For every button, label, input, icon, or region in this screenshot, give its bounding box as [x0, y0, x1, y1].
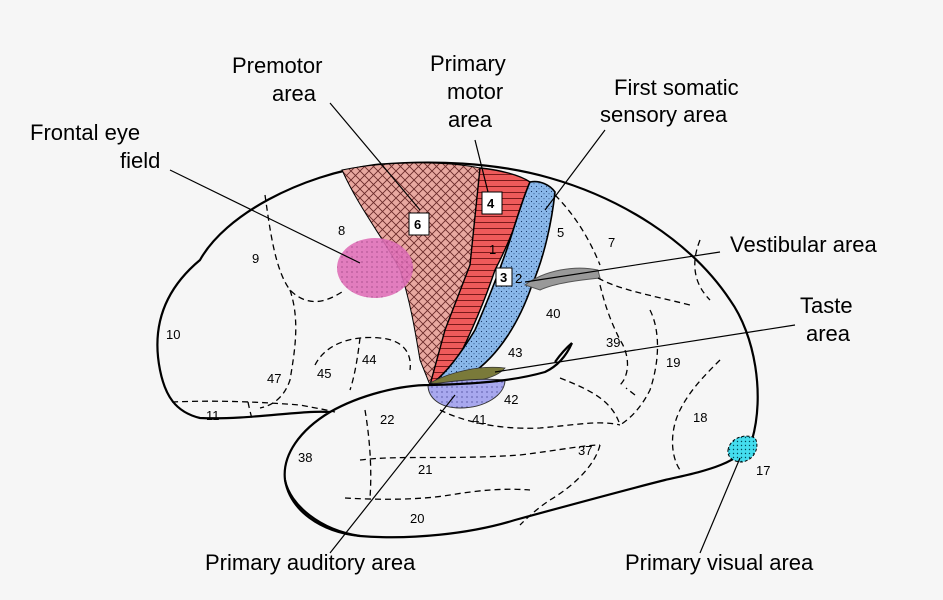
visual-area-region — [727, 435, 758, 463]
area-number-1: 1 — [489, 242, 496, 257]
area-number-38: 38 — [298, 450, 312, 465]
area-number-37: 37 — [578, 443, 592, 458]
auditory-callout: Primary auditory area — [205, 550, 416, 575]
area-3-label: 3 — [500, 270, 507, 285]
area-number-17: 17 — [756, 463, 770, 478]
area-3-box — [495, 267, 513, 287]
area-number-7: 7 — [608, 235, 615, 250]
area-number-10: 10 — [166, 327, 180, 342]
area-number-42: 42 — [504, 392, 518, 407]
taste-callout-line2: area — [806, 321, 851, 346]
area-number-40: 40 — [546, 306, 560, 321]
vestibular-callout: Vestibular area — [730, 232, 878, 257]
area-number-2: 2 — [515, 271, 522, 286]
frontal-eye-callout-line2: field — [120, 148, 160, 173]
primary-motor-callout-line3: area — [448, 107, 493, 132]
area-number-20: 20 — [410, 511, 424, 526]
somatic-callout-line1: First somatic — [614, 75, 739, 100]
area-number-43: 43 — [508, 345, 522, 360]
area-number-9: 9 — [252, 251, 259, 266]
area-number-21: 21 — [418, 462, 432, 477]
somatic-callout-line2: sensory area — [600, 102, 728, 127]
primary-motor-callout-line1: Primary — [430, 51, 506, 76]
premotor-callout-line2: area — [272, 81, 317, 106]
premotor-callout-line1: Premotor — [232, 53, 322, 78]
area-number-11: 11 — [206, 408, 220, 423]
area-6-box — [408, 212, 430, 236]
area-number-8: 8 — [338, 223, 345, 238]
area-numbers: 1 2 5 7 8 9 10 11 17 18 19 20 21 22 37 3… — [166, 223, 770, 526]
area-number-19: 19 — [666, 355, 680, 370]
sulcus-tick — [554, 342, 573, 363]
temporal-lobe-lower-edge — [283, 479, 361, 538]
area-number-18: 18 — [693, 410, 707, 425]
auditory-area-region — [427, 378, 506, 409]
area-6-label: 6 — [414, 217, 421, 232]
area-number-22: 22 — [380, 412, 394, 427]
area-number-45: 45 — [317, 366, 331, 381]
area-4-label: 4 — [487, 196, 495, 211]
area-number-5: 5 — [557, 225, 564, 240]
area-boundaries — [171, 194, 721, 526]
brain-outline — [156, 161, 759, 539]
leader-lines — [169, 102, 796, 554]
frontal-eye-callout-line1: Frontal eye — [30, 120, 140, 145]
area-4-box — [481, 191, 503, 215]
taste-callout-line1: Taste — [800, 293, 853, 318]
visual-callout: Primary visual area — [625, 550, 814, 575]
area-number-41: 41 — [472, 412, 486, 427]
frontal-eye-field-region — [337, 238, 413, 298]
area-number-39: 39 — [606, 335, 620, 350]
area-number-47: 47 — [267, 371, 281, 386]
area-number-44: 44 — [362, 352, 376, 367]
primary-motor-callout-line2: motor — [447, 79, 503, 104]
